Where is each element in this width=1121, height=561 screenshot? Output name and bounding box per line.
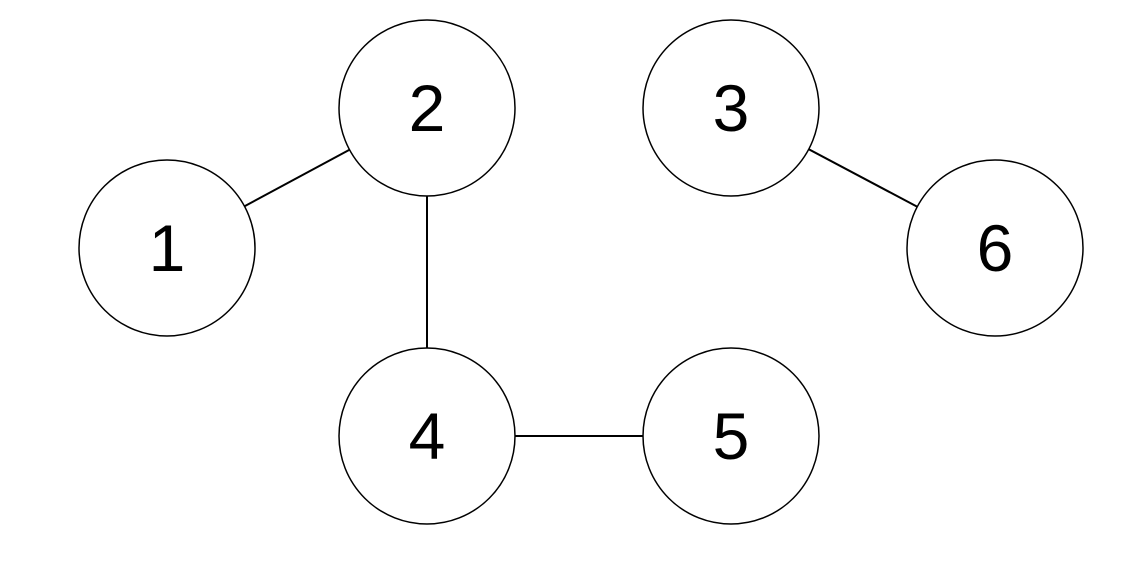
node-4: 4 [338, 347, 516, 525]
nodes-layer: 1 2 3 4 5 6 [78, 19, 1084, 525]
node-circle-5 [642, 347, 820, 525]
node-5: 5 [642, 347, 820, 525]
node-label-2: 2 [409, 71, 446, 145]
node-label-1: 1 [149, 211, 186, 285]
node-6: 6 [906, 159, 1084, 337]
node-circle-4 [338, 347, 516, 525]
node-3: 3 [642, 19, 820, 197]
node-circle-6 [906, 159, 1084, 337]
node-circle-3 [642, 19, 820, 197]
node-1: 1 [78, 159, 256, 337]
node-label-3: 3 [713, 71, 750, 145]
node-label-4: 4 [409, 399, 446, 473]
node-label-5: 5 [713, 399, 750, 473]
node-2: 2 [338, 19, 516, 197]
node-circle-1 [78, 159, 256, 337]
edges-layer [166, 107, 996, 437]
node-circle-2 [338, 19, 516, 197]
node-label-6: 6 [977, 211, 1014, 285]
